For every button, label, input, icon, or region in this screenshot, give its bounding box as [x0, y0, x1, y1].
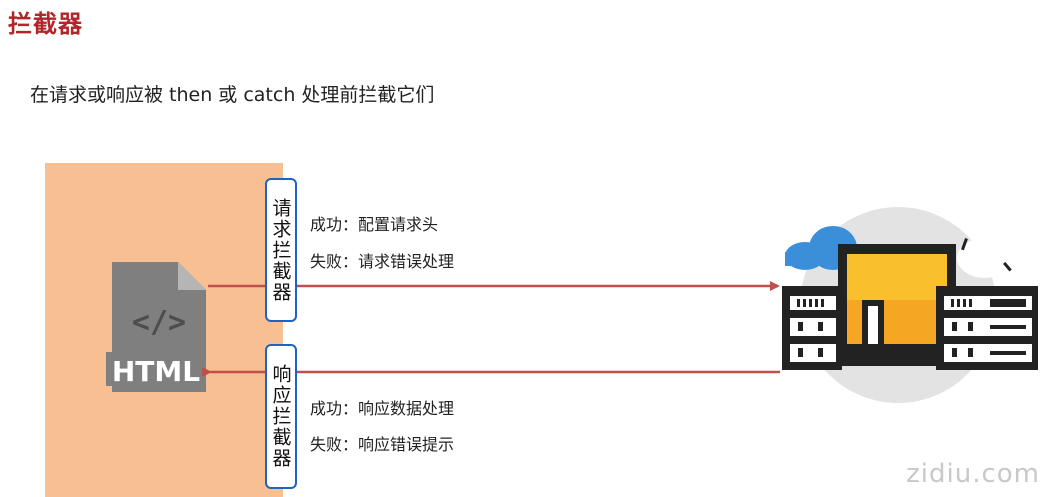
html-file-icon: </> HTML [106, 262, 206, 392]
html-icon-label: HTML [112, 355, 200, 388]
response-success-note: 成功：响应数据处理 [310, 399, 455, 418]
response-interceptor-label: 响应拦截器 [269, 364, 292, 469]
request-success-note: 成功：配置请求头 [310, 215, 439, 234]
request-failure-note: 失败：请求错误处理 [310, 252, 455, 271]
page-subtitle: 在请求或响应被 then 或 catch 处理前拦截它们 [30, 84, 435, 106]
response-interceptor-box: 响应拦截器 [265, 344, 297, 489]
response-failure-note: 失败：响应错误提示 [310, 435, 455, 454]
server-icon [782, 207, 1038, 403]
request-interceptor-box: 请求拦截器 [265, 178, 297, 322]
request-interceptor-label: 请求拦截器 [269, 197, 292, 303]
html-icon-tag: </> [132, 305, 186, 340]
watermark: zidiu.com [906, 459, 1040, 489]
page-title: 拦截器 [8, 10, 83, 38]
